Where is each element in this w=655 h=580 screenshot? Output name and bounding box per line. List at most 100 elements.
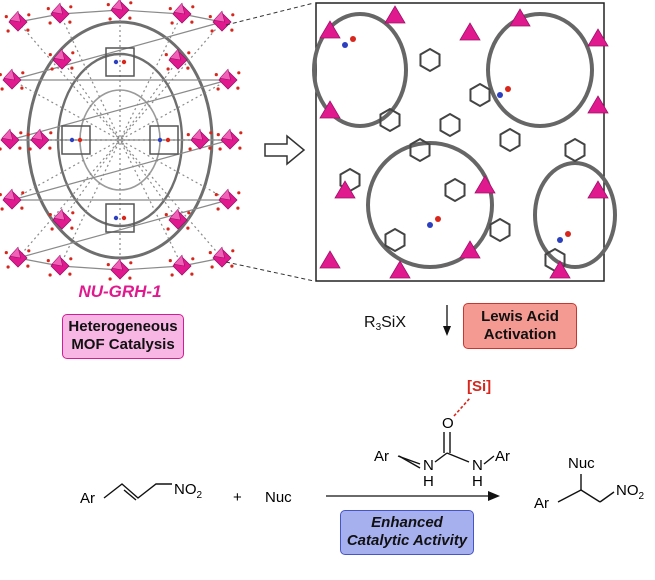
zr-cluster-0-oxygen-0 <box>4 15 8 19</box>
zr-cluster-8-oxygen-1 <box>239 131 243 135</box>
zr-cluster-12-oxygen-0 <box>46 259 50 263</box>
phenyl-stack-1 <box>105 203 135 233</box>
linker-strut-10 <box>119 139 229 201</box>
linker-strut-4 <box>119 21 223 141</box>
zoom-cluster-8 <box>474 175 496 194</box>
zr-cluster-8-facet <box>221 128 234 141</box>
zr-cluster-15-oxygen-2 <box>230 264 234 268</box>
zr-cluster-9-facet <box>3 188 16 201</box>
zr-cluster-3-oxygen-0 <box>168 7 172 11</box>
linker-strut-5 <box>11 79 121 141</box>
zr-cluster-13-oxygen-1 <box>129 261 133 265</box>
zr-cluster-10-facet <box>219 188 232 201</box>
zr-cluster-6-oxygen-3 <box>216 87 220 91</box>
zr-cluster-18-oxygen-0 <box>48 213 52 217</box>
pore-loop-0 <box>312 12 408 128</box>
linker-strut-18 <box>61 139 121 221</box>
zr-cluster-19-facet <box>169 208 182 221</box>
zr-cluster-2 <box>106 0 133 21</box>
zr-cluster-10-oxygen-0 <box>214 193 218 197</box>
zoom-cluster-7 <box>334 180 356 199</box>
zr-cluster-12-oxygen-3 <box>48 273 52 277</box>
reagent-subscript: 3 <box>375 322 382 333</box>
edge-strut-2 <box>119 9 183 15</box>
benzene-ring-3 <box>469 82 491 108</box>
zr-cluster-9-oxygen-1 <box>21 191 25 195</box>
edge-strut-10 <box>17 199 229 259</box>
zr-cluster-4-oxygen-1 <box>231 13 235 17</box>
linker-strut-0 <box>17 21 121 141</box>
product-bond-no2 <box>599 491 615 503</box>
central-urea-linkers <box>61 47 179 233</box>
edge-strut-6 <box>9 79 229 141</box>
urea-oxygen: O <box>442 415 454 432</box>
zr-cluster-13 <box>106 258 133 281</box>
benzene-ring-9 <box>564 137 586 163</box>
linker-strut-12 <box>59 139 121 267</box>
zoom-cluster-5 <box>319 100 341 119</box>
zirconium-cluster-polyhedra <box>0 0 243 281</box>
phenyl-stack-0 <box>105 47 135 77</box>
zr-cluster-14-oxygen-2 <box>190 272 194 276</box>
nitrogen-atom-1 <box>113 215 119 221</box>
zr-cluster-6-facet <box>219 68 232 81</box>
nitroalkene-double-bond <box>123 489 137 501</box>
linker-strut-14 <box>119 139 183 267</box>
zr-cluster-21-oxygen-1 <box>209 131 213 135</box>
linker-strut-15 <box>119 139 223 259</box>
zr-cluster-4-oxygen-2 <box>230 28 234 32</box>
heterogeneous-catalysis-box: Heterogeneous MOF Catalysis <box>62 314 184 359</box>
zr-cluster-18-oxygen-1 <box>71 211 75 215</box>
urea-ar-right: Ar <box>495 448 510 465</box>
zoom-cluster-1 <box>384 5 406 24</box>
zr-cluster-19-oxygen-1 <box>187 211 191 215</box>
zr-cluster-13-facet <box>111 258 124 271</box>
zr-cluster-0-oxygen-3 <box>6 29 10 33</box>
product-no2-sub: 2 <box>639 491 645 502</box>
zr-cluster-20 <box>26 128 53 151</box>
zr-cluster-16-oxygen-0 <box>48 53 52 57</box>
zr-cluster-11-oxygen-1 <box>27 249 31 253</box>
zr-cluster-7 <box>0 128 23 151</box>
zr-cluster-7-facet <box>1 128 14 141</box>
zr-cluster-1-oxygen-2 <box>68 20 72 24</box>
linker-strut-19 <box>119 139 179 221</box>
linker-strut-16 <box>61 59 121 141</box>
heterogeneous-line-1: Heterogeneous <box>68 318 178 335</box>
nitroalkene-ar: Ar <box>80 490 95 507</box>
urea-n-left: N <box>423 457 434 474</box>
pore-loop-1 <box>486 12 594 128</box>
linker-strut-3 <box>119 13 183 141</box>
nitroalkene-no2: NO2 <box>174 481 203 501</box>
zr-cluster-16-oxygen-1 <box>71 51 75 55</box>
zr-cluster-8-oxygen-0 <box>216 133 220 137</box>
reaction-arrowhead <box>488 491 500 501</box>
activation-arrowhead <box>443 326 451 336</box>
zr-cluster-11-oxygen-0 <box>4 251 8 255</box>
zoom-cluster-4 <box>587 28 609 47</box>
zr-cluster-7-oxygen-2 <box>18 146 22 150</box>
urea-bond-1 <box>397 455 421 465</box>
zoom-cluster-9 <box>587 180 609 199</box>
nucleophile-label: Nuc <box>265 489 292 506</box>
zr-cluster-11-facet <box>9 246 22 259</box>
zr-cluster-8-oxygen-3 <box>218 147 222 151</box>
zr-cluster-19 <box>164 208 191 231</box>
zr-cluster-3-oxygen-2 <box>190 20 194 24</box>
urea-bond-3 <box>446 452 470 463</box>
enhanced-line-1: Enhanced <box>371 514 443 531</box>
zr-cluster-10-oxygen-1 <box>237 191 241 195</box>
linker-strut-6 <box>119 79 229 141</box>
zr-cluster-20-oxygen-2 <box>48 146 52 150</box>
zr-cluster-1-oxygen-3 <box>48 21 52 25</box>
zr-cluster-17-oxygen-2 <box>186 66 190 70</box>
zr-cluster-10-oxygen-2 <box>236 206 240 210</box>
product-bond-ch2 <box>580 489 601 503</box>
product-ar: Ar <box>534 495 549 512</box>
mof-structure-image <box>0 0 243 281</box>
benzene-ring-7 <box>384 227 406 253</box>
zr-cluster-8 <box>216 128 243 151</box>
zr-cluster-9-oxygen-3 <box>0 207 4 211</box>
zr-cluster-16-facet <box>53 48 66 61</box>
